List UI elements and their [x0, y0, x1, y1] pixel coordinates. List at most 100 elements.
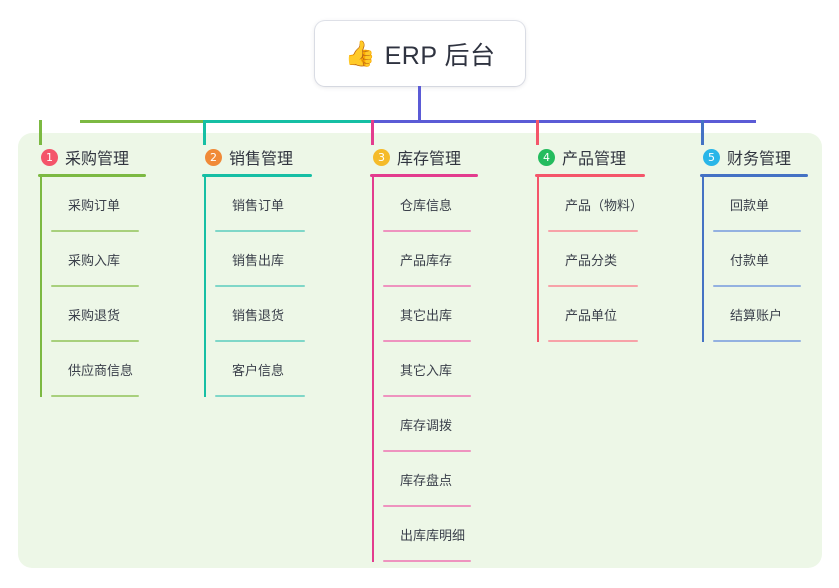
- branch-item[interactable]: 采购退货: [51, 287, 146, 342]
- branch-header-2[interactable]: 2 销售管理: [202, 145, 312, 169]
- branch-children-5: 回款单付款单结算账户: [700, 177, 808, 342]
- branch-item-rule: [383, 450, 471, 452]
- branch-item[interactable]: 其它入库: [383, 342, 478, 397]
- branch-item-label: 销售出库: [232, 253, 285, 268]
- branch-item[interactable]: 产品（物料）: [548, 177, 645, 232]
- branch-item[interactable]: 销售退货: [215, 287, 312, 342]
- branch-item-label: 付款单: [730, 253, 770, 268]
- branch-item-label: 仓库信息: [400, 198, 453, 213]
- branch-number-badge-5: 5: [703, 148, 720, 166]
- branch-item[interactable]: 销售订单: [215, 177, 312, 232]
- branch-item-label: 采购订单: [68, 198, 121, 213]
- branch-title-4: 产品管理: [562, 151, 627, 168]
- branch-item-label: 产品单位: [565, 308, 618, 323]
- branch-item-label: 产品（物料）: [565, 198, 644, 213]
- branch-item[interactable]: 供应商信息: [51, 342, 146, 397]
- branch-children-2: 销售订单销售出库销售退货客户信息: [202, 177, 312, 397]
- branch-item-rule: [548, 285, 638, 287]
- branch-item-label: 出库库明细: [400, 528, 466, 543]
- thumbs-up-icon: 👍: [344, 39, 376, 68]
- branch-item-rule: [383, 230, 471, 232]
- branch-number-badge-2: 2: [205, 148, 222, 166]
- branch-rule-2: [202, 174, 312, 177]
- branch-item[interactable]: 客户信息: [215, 342, 312, 397]
- branch-header-4[interactable]: 4 产品管理: [535, 145, 645, 169]
- branch-item-rule: [383, 340, 471, 342]
- branch-item[interactable]: 销售出库: [215, 232, 312, 287]
- branch-column-1: 1 采购管理采购订单采购入库采购退货供应商信息: [38, 145, 146, 397]
- connector-bus-segment-3: [372, 120, 756, 123]
- branch-header-5[interactable]: 5 财务管理: [700, 145, 808, 169]
- branch-item[interactable]: 付款单: [713, 232, 808, 287]
- branch-item[interactable]: 结算账户: [713, 287, 808, 342]
- branch-column-5: 5 财务管理回款单付款单结算账户: [700, 145, 808, 342]
- branch-number-badge-1: 1: [41, 148, 58, 166]
- branch-item[interactable]: 库存盘点: [383, 452, 478, 507]
- branch-item-label: 客户信息: [232, 363, 285, 378]
- branch-item[interactable]: 仓库信息: [383, 177, 478, 232]
- branch-item-rule: [713, 285, 801, 287]
- branch-item[interactable]: 回款单: [713, 177, 808, 232]
- connector-bus-segment-2: [204, 120, 372, 123]
- branch-item-rule: [713, 230, 801, 232]
- branch-item-rule: [548, 340, 638, 342]
- branch-item-label: 回款单: [730, 198, 770, 213]
- root-node[interactable]: 👍 ERP 后台: [315, 21, 525, 86]
- branch-item-label: 库存调拨: [400, 418, 453, 433]
- branch-item-label: 产品库存: [400, 253, 453, 268]
- branch-item[interactable]: 产品分类: [548, 232, 645, 287]
- branch-item-label: 库存盘点: [400, 473, 453, 488]
- root-trunk-line: [417, 86, 421, 123]
- branch-column-3: 3 库存管理仓库信息产品库存其它出库其它入库库存调拨库存盘点出库库明细: [370, 145, 478, 562]
- branch-item[interactable]: 库存调拨: [383, 397, 478, 452]
- branch-item-label: 供应商信息: [68, 363, 134, 378]
- branch-item-rule: [51, 230, 139, 232]
- branch-spine-1: [40, 177, 42, 397]
- branch-item-label: 结算账户: [730, 308, 783, 323]
- branch-item-rule: [383, 560, 471, 562]
- branch-item-rule: [51, 395, 139, 397]
- branch-number-badge-3: 3: [373, 148, 390, 166]
- branch-spine-4: [537, 177, 539, 342]
- branch-title-3: 库存管理: [397, 151, 462, 168]
- branch-item-rule: [383, 395, 471, 397]
- branch-item-label: 销售退货: [232, 308, 285, 323]
- branch-spine-5: [702, 177, 704, 342]
- branch-title-1: 采购管理: [65, 151, 130, 168]
- branch-item[interactable]: 产品单位: [548, 287, 645, 342]
- branch-item-label: 销售订单: [232, 198, 285, 213]
- branch-item-label: 其它入库: [400, 363, 453, 378]
- branch-title-2: 销售管理: [229, 151, 294, 168]
- branch-item[interactable]: 采购订单: [51, 177, 146, 232]
- branch-spine-2: [204, 177, 206, 397]
- branch-item-rule: [215, 285, 305, 287]
- branch-column-4: 4 产品管理产品（物料） 产品分类产品单位: [535, 145, 645, 342]
- branch-rule-5: [700, 174, 808, 177]
- branch-children-4: 产品（物料） 产品分类产品单位: [535, 177, 645, 342]
- connector-bus-segment-1: [80, 120, 204, 123]
- branch-children-1: 采购订单采购入库采购退货供应商信息: [38, 177, 146, 397]
- branch-item-rule: [548, 230, 638, 232]
- branch-item-rule: [51, 340, 139, 342]
- branch-rule-1: [38, 174, 146, 177]
- branch-item[interactable]: 其它出库: [383, 287, 478, 342]
- root-node-title: ERP 后台: [384, 41, 496, 70]
- branch-item-rule: [383, 285, 471, 287]
- branch-item[interactable]: 出库库明细: [383, 507, 478, 562]
- branch-item[interactable]: 采购入库: [51, 232, 146, 287]
- branch-item[interactable]: 产品库存: [383, 232, 478, 287]
- branch-rule-3: [370, 174, 478, 177]
- branch-spine-3: [372, 177, 374, 562]
- branch-item-label: 其它出库: [400, 308, 453, 323]
- branch-children-3: 仓库信息产品库存其它出库其它入库库存调拨库存盘点出库库明细: [370, 177, 478, 562]
- branch-number-badge-4: 4: [538, 148, 555, 166]
- branch-header-1[interactable]: 1 采购管理: [38, 145, 146, 169]
- branch-item-label: 产品分类: [565, 253, 618, 268]
- branch-item-rule: [51, 285, 139, 287]
- branch-item-rule: [215, 230, 305, 232]
- branch-panel: [18, 133, 822, 568]
- branch-title-5: 财务管理: [727, 151, 792, 168]
- branch-item-rule: [383, 505, 471, 507]
- branch-header-3[interactable]: 3 库存管理: [370, 145, 478, 169]
